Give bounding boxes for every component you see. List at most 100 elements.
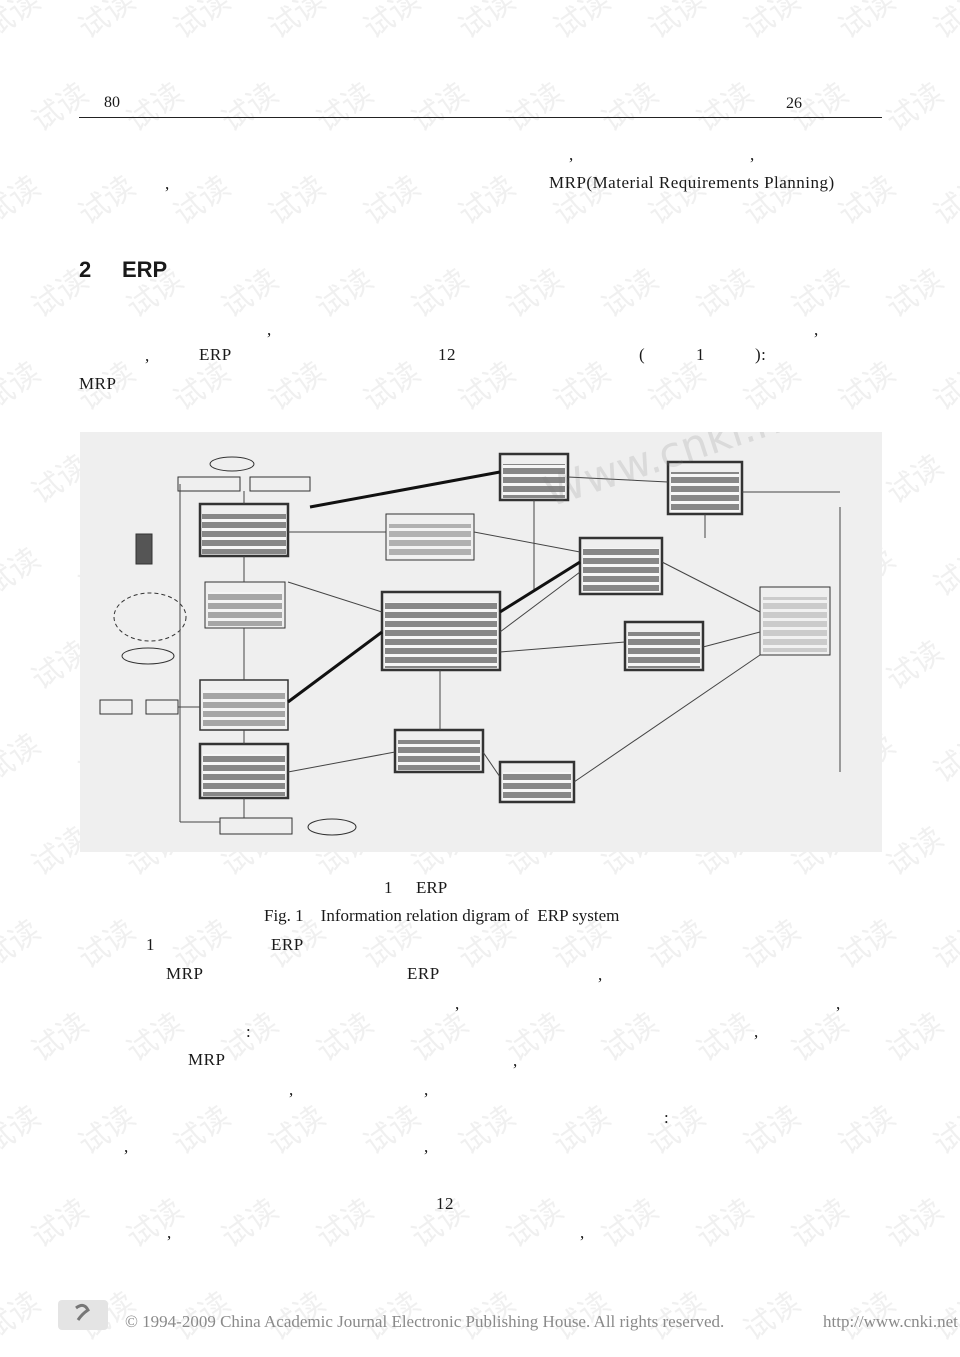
- watermark-text: 试读: [927, 913, 960, 977]
- watermark-text: 试读: [642, 1099, 712, 1163]
- caption-cn-label: ERP: [416, 878, 448, 897]
- watermark-text: 试读: [927, 1099, 960, 1163]
- watermark-text: 试读: [880, 448, 950, 512]
- watermark-text: 试读: [500, 1006, 570, 1070]
- server-icon: [135, 533, 153, 565]
- watermark-text: 试读: [262, 169, 332, 233]
- watermark-text: 试读: [500, 76, 570, 140]
- watermark-text: 试读: [452, 169, 522, 233]
- footer-url[interactable]: http://www.cnki.net: [823, 1312, 958, 1331]
- para2-colon-2: :: [664, 1108, 670, 1127]
- watermark-text: 试读: [785, 1192, 855, 1256]
- watermark-text: 试读: [25, 1192, 95, 1256]
- watermark-text: 试读: [927, 169, 960, 233]
- watermark-text: 试读: [595, 1192, 665, 1256]
- watermark-text: 试读: [310, 262, 380, 326]
- watermark-text: 试读: [880, 820, 950, 884]
- para1-erp: ERP: [199, 345, 232, 364]
- erp-diagram: Www.cnki.net: [99, 432, 841, 836]
- watermark-text: 试读: [832, 169, 902, 233]
- internet-ellipse: [121, 647, 175, 665]
- para1-comma-a: ,: [267, 320, 272, 339]
- watermark-text: 试读: [547, 355, 617, 419]
- para2-comma-3: ,: [836, 994, 841, 1013]
- watermark-text: 试读: [0, 541, 47, 605]
- watermark-text: 试读: [0, 355, 47, 419]
- module-production: [578, 536, 664, 596]
- watermark-text: 试读: [690, 262, 760, 326]
- watermark-text: 试读: [452, 355, 522, 419]
- para2-comma-7: ,: [424, 1080, 429, 1099]
- cnki-logo-icon: [58, 1300, 108, 1330]
- issue-number: 26: [786, 95, 802, 112]
- watermark-text: 试读: [737, 355, 807, 419]
- watermark-text: 试读: [880, 634, 950, 698]
- para3-comma-b: ,: [580, 1223, 585, 1242]
- watermark-text: 试读: [927, 0, 960, 47]
- intro-comma-1: ,: [569, 145, 574, 164]
- watermark-text: 试读: [595, 1006, 665, 1070]
- caption-cn-number: 1: [384, 878, 393, 897]
- intro-comma-2: ,: [750, 145, 755, 164]
- watermark-text: 试读: [832, 355, 902, 419]
- para2-comma-1: ,: [598, 965, 603, 984]
- watermark-text: 试读: [0, 0, 47, 47]
- watermark-text: 试读: [880, 1006, 950, 1070]
- watermark-text: 试读: [880, 262, 950, 326]
- watermark-text: 试读: [167, 1099, 237, 1163]
- watermark-text: 试读: [0, 727, 47, 791]
- watermark-text: 试读: [785, 1006, 855, 1070]
- para2-colon-1: :: [246, 1022, 252, 1041]
- watermark-text: 试读: [785, 262, 855, 326]
- box-market-demand: [177, 476, 241, 492]
- watermark-text: 试读: [832, 0, 902, 47]
- para1-count: 12: [438, 345, 456, 364]
- para1-fig-no: 1: [696, 345, 705, 364]
- page-number: 80: [104, 94, 120, 111]
- watermark-text: 试读: [215, 262, 285, 326]
- section-number: 2: [79, 257, 92, 282]
- para1-comma-c: ,: [145, 346, 150, 365]
- customer-ellipse: [209, 456, 255, 472]
- watermark-text: 试读: [880, 1192, 950, 1256]
- para2-comma-4: ,: [754, 1022, 759, 1041]
- watermark-text: 试读: [737, 0, 807, 47]
- para2-mrp-a: MRP: [166, 964, 204, 983]
- watermark-text: 试读: [0, 1099, 47, 1163]
- watermark-text: 试读: [357, 0, 427, 47]
- watermark-text: 试读: [500, 262, 570, 326]
- para2-comma-9: ,: [424, 1137, 429, 1156]
- para1-paren-open: (: [639, 345, 646, 364]
- module-finance: [204, 581, 286, 629]
- module-cost: [759, 586, 831, 656]
- watermark-text: 试读: [927, 355, 960, 419]
- box-purchase-order: [219, 817, 293, 835]
- watermark-text: 试读: [832, 1099, 902, 1163]
- watermark-text: 试读: [405, 76, 475, 140]
- watermark-text: 试读: [452, 1099, 522, 1163]
- watermark-text: 试读: [120, 1192, 190, 1256]
- watermark-text: 试读: [690, 1192, 760, 1256]
- watermark-text: 试读: [642, 913, 712, 977]
- module-mrp: [380, 590, 502, 672]
- watermark-text: 试读: [120, 76, 190, 140]
- para2-mrp-b: MRP: [188, 1050, 226, 1069]
- erp-figure: Www.cnki.net: [80, 432, 882, 852]
- watermark-text: 试读: [310, 1192, 380, 1256]
- watermark-text: 试读: [690, 76, 760, 140]
- watermark-text: 试读: [0, 913, 47, 977]
- box-order: [145, 699, 179, 715]
- watermark-text: 试读: [262, 355, 332, 419]
- para1-paren-close: ):: [755, 345, 767, 364]
- watermark-text: 试读: [215, 76, 285, 140]
- supplier-ellipse: [307, 818, 357, 836]
- para2-comma-2: ,: [455, 994, 460, 1013]
- section-title: ERP: [122, 257, 168, 282]
- watermark-text: 试读: [262, 1099, 332, 1163]
- para2-comma-8: ,: [124, 1137, 129, 1156]
- watermark-text: 试读: [167, 169, 237, 233]
- watermark-text: 试读: [25, 76, 95, 140]
- watermark-text: 试读: [120, 1006, 190, 1070]
- header-rule: [79, 117, 882, 118]
- watermark-text: 试读: [547, 0, 617, 47]
